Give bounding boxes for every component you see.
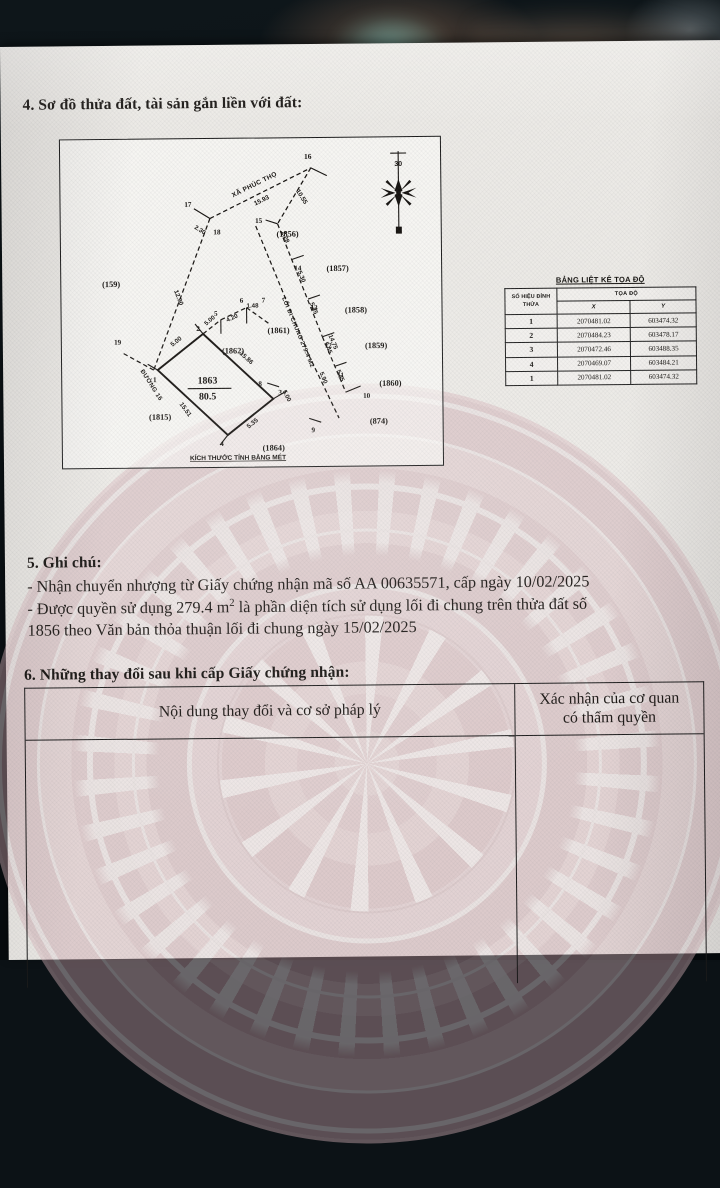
section-4-title: 4. Sơ đồ thửa đất, tài sản gắn liền với … — [22, 94, 302, 115]
coordinate-value: 2070484.23 — [557, 328, 630, 343]
svg-text:(1860): (1860) — [379, 379, 402, 388]
coordinate-value: 603474.32 — [631, 370, 697, 385]
svg-text:80.5: 80.5 — [199, 391, 217, 402]
svg-text:(1862): (1862) — [222, 346, 245, 355]
coordinate-value: 2070481.02 — [558, 370, 631, 385]
svg-text:(1861): (1861) — [267, 326, 290, 335]
diagram-caption: KÍCH THƯỚC TÍNH BẰNG MÉT — [190, 452, 286, 462]
coordinate-table-title: BẢNG LIỆT KÊ TỌA ĐỘ — [504, 274, 696, 285]
parcel-diagram-svg: .solid { stroke:#15120f; stroke-width:1.… — [60, 137, 443, 469]
svg-text:14: 14 — [294, 264, 302, 272]
svg-text:9: 9 — [311, 426, 315, 434]
coordinate-vertex-id: 1 — [505, 314, 557, 329]
svg-text:18: 18 — [213, 228, 221, 236]
svg-text:16: 16 — [304, 152, 312, 161]
svg-text:10: 10 — [363, 392, 371, 400]
svg-text:(874): (874) — [370, 417, 388, 426]
section-6-title: 6. Những thay đổi sau khi cấp Giấy chứng… — [24, 664, 350, 685]
svg-text:15.93: 15.93 — [253, 194, 271, 208]
changes-table: Nội dung thay đổi và cơ sở pháp lý Xác n… — [24, 681, 707, 988]
svg-text:15: 15 — [255, 217, 263, 225]
svg-text:(159): (159) — [102, 280, 120, 289]
svg-text:(1815): (1815) — [149, 413, 172, 422]
svg-text:(1856): (1856) — [276, 230, 299, 239]
svg-text:30: 30 — [394, 161, 402, 168]
note-line-2-suffix: là phần diện tích sử dụng lối đi chung t… — [235, 595, 588, 616]
coordinate-table-section: BẢNG LIỆT KÊ TỌA ĐỘ SỐ HIỆU ĐỈNH THỬA TỌ… — [504, 274, 697, 386]
coordinate-value: 2070472.46 — [557, 342, 630, 357]
coordinate-value: 603474.32 — [630, 313, 696, 328]
svg-text:19: 19 — [114, 339, 122, 347]
coord-header-y: Y — [630, 300, 696, 314]
coordinate-value: 603478.17 — [630, 327, 696, 342]
svg-text:4.20: 4.20 — [225, 312, 239, 324]
svg-text:5: 5 — [214, 310, 218, 318]
coord-header-group: TỌA ĐỘ — [557, 287, 696, 301]
svg-text:5.00: 5.00 — [169, 335, 183, 348]
svg-text:3: 3 — [278, 388, 282, 397]
coordinate-value: 603488.35 — [631, 341, 697, 356]
section-5: 5. Ghi chú: - Nhận chuyển nhượng từ Giấy… — [27, 548, 704, 642]
svg-text:10.55: 10.55 — [294, 188, 309, 206]
svg-text:1.48: 1.48 — [246, 302, 259, 309]
changes-table-column-content: Nội dung thay đổi và cơ sở pháp lý — [25, 684, 518, 988]
changes-col1-body[interactable] — [26, 736, 517, 988]
svg-text:(1864): (1864) — [263, 443, 286, 452]
svg-text:4: 4 — [220, 439, 224, 448]
changes-col2-body[interactable] — [516, 734, 706, 983]
svg-text:2: 2 — [196, 324, 200, 333]
coordinate-value: 603484.21 — [631, 355, 697, 370]
svg-text:15.51: 15.51 — [178, 401, 193, 418]
compass-north-icon: 30 — [380, 151, 417, 234]
svg-text:7: 7 — [262, 296, 266, 304]
svg-text:(1858): (1858) — [345, 305, 368, 314]
changes-col1-header: Nội dung thay đổi và cơ sở pháp lý — [25, 684, 514, 741]
coordinate-vertex-id: 3 — [505, 343, 557, 358]
changes-table-column-authority: Xác nhận của cơ quan có thẩm quyền — [515, 682, 706, 983]
svg-text:(1859): (1859) — [365, 341, 388, 350]
parcel-diagram: .solid { stroke:#15120f; stroke-width:1.… — [59, 136, 444, 470]
changes-col2-header: Xác nhận của cơ quan có thẩm quyền — [515, 682, 703, 736]
coord-header-vertex: SỐ HIỆU ĐỈNH THỬA — [505, 288, 557, 314]
coordinate-value: 2070481.02 — [557, 313, 630, 328]
svg-text:(1857): (1857) — [326, 264, 349, 273]
coordinate-vertex-id: 2 — [505, 328, 557, 343]
section-5-title: 5. Ghi chú: — [27, 548, 703, 572]
coordinate-vertex-id: 4 — [506, 357, 558, 372]
certificate-paper: 4. Sơ đồ thửa đất, tài sản gắn liền với … — [0, 40, 720, 960]
svg-text:1863: 1863 — [198, 375, 218, 386]
svg-text:2.30: 2.30 — [193, 224, 207, 237]
note-line-2-prefix: - Được quyền sử dụng 279.4 m — [27, 598, 229, 618]
coord-header-x: X — [557, 300, 630, 314]
svg-text:11: 11 — [337, 371, 344, 379]
svg-text:1: 1 — [153, 375, 157, 384]
svg-text:XÃ PHÚC THỌ: XÃ PHÚC THỌ — [230, 169, 278, 199]
coordinate-value: 2070469.07 — [557, 356, 630, 371]
coordinate-vertex-id: 1 — [506, 371, 558, 386]
svg-text:13: 13 — [311, 304, 319, 312]
svg-text:6: 6 — [240, 297, 244, 305]
svg-text:17: 17 — [184, 201, 192, 209]
